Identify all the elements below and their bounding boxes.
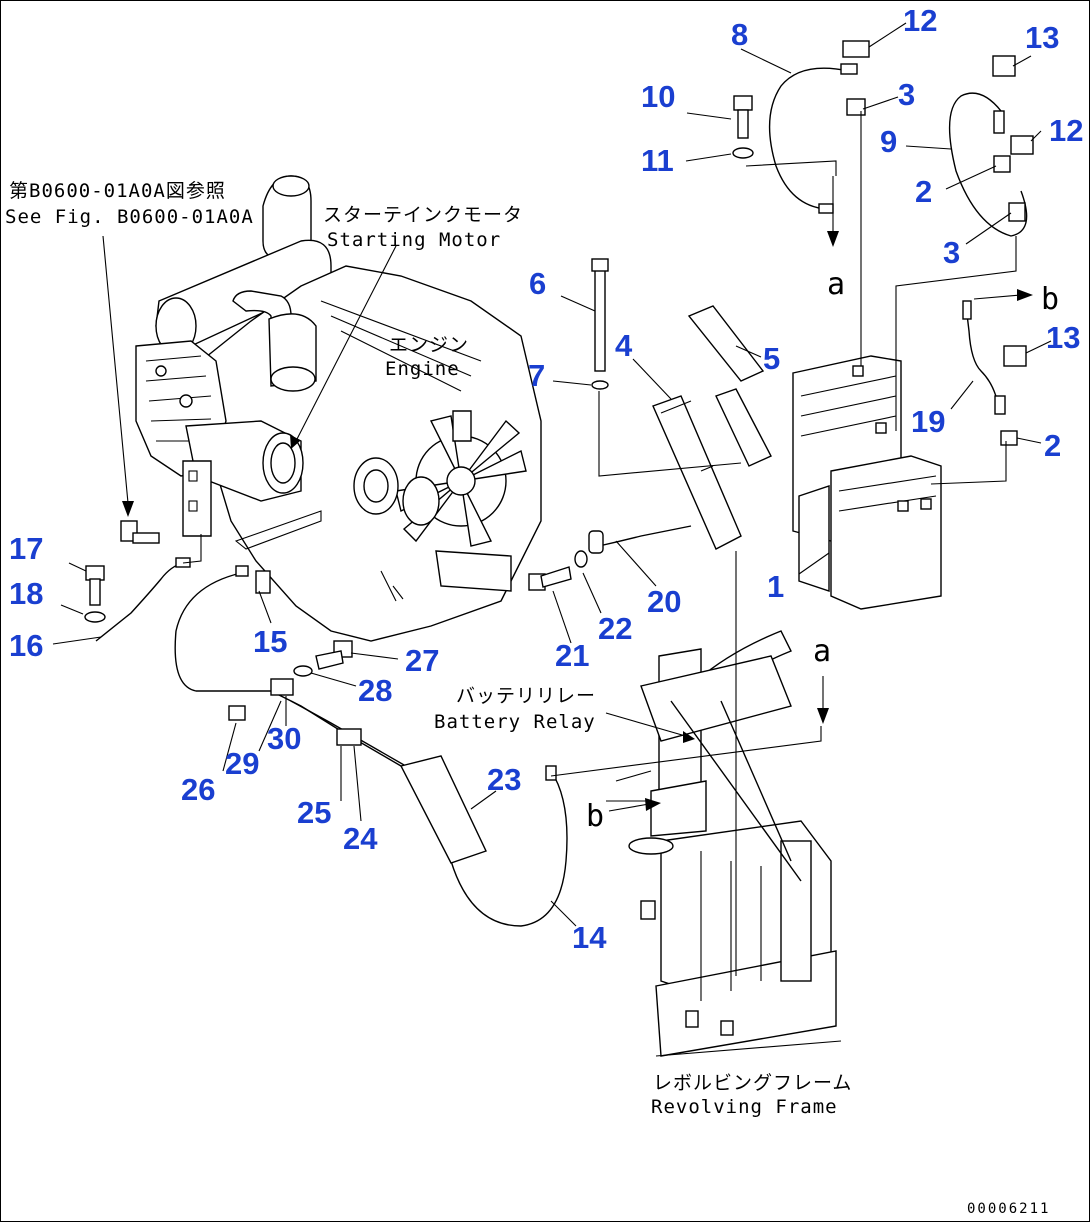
callout-13: 13 xyxy=(1046,320,1080,355)
callout-27: 27 xyxy=(405,643,439,678)
callout-5: 5 xyxy=(763,341,780,376)
callout-24: 24 xyxy=(343,821,378,856)
engine-drawing xyxy=(135,175,542,642)
callout-17: 17 xyxy=(9,531,43,566)
revolving-frame-caption-jp: レボルビングフレーム xyxy=(653,1072,852,1094)
callout-8: 8 xyxy=(731,17,748,52)
callout-12: 12 xyxy=(903,3,937,38)
callout-16: 16 xyxy=(9,628,43,663)
starting-motor-caption-en: Starting Motor xyxy=(327,229,501,251)
view-letter-b-top: b xyxy=(1041,282,1060,317)
revolving-frame-drawing xyxy=(606,630,837,1057)
ref-caption-jp: 第B0600-01A0A図参照 xyxy=(9,180,226,202)
callout-13: 13 xyxy=(1025,20,1059,55)
callout-15: 15 xyxy=(253,624,287,659)
callout-6: 6 xyxy=(529,266,546,301)
callout-2: 2 xyxy=(915,174,932,209)
callout-2: 2 xyxy=(1044,428,1061,463)
cables-drawing xyxy=(84,40,1034,927)
view-letter-a-bottom: a xyxy=(813,634,832,669)
battery-pair-drawing xyxy=(792,355,942,610)
callout-18: 18 xyxy=(9,576,43,611)
ref-caption-en: See Fig. B0600-01A0A xyxy=(5,206,254,228)
callout-26: 26 xyxy=(181,772,215,807)
callout-3: 3 xyxy=(943,235,960,270)
callout-30: 30 xyxy=(267,721,301,756)
callout-12: 12 xyxy=(1049,113,1083,148)
battery-relay-caption-en: Battery Relay xyxy=(434,711,596,733)
callout-3: 3 xyxy=(898,77,915,112)
battery-relay-caption-jp: バッテリリレー xyxy=(456,685,596,707)
callout-4: 4 xyxy=(615,328,633,363)
callout-23: 23 xyxy=(487,762,521,797)
leader-lines xyxy=(52,22,1052,1057)
callout-7: 7 xyxy=(528,358,545,393)
callout-29: 29 xyxy=(225,746,259,781)
callout-20: 20 xyxy=(647,584,681,619)
revolving-frame-caption-en: Revolving Frame xyxy=(651,1096,838,1118)
callout-25: 25 xyxy=(297,795,331,830)
battery-bracket-drawing xyxy=(591,258,772,550)
callout-numbers: 1 2 2 3 3 4 5 6 7 8 9 10 11 12 12 13 13 … xyxy=(9,3,1083,955)
callout-28: 28 xyxy=(358,673,392,708)
callout-1: 1 xyxy=(767,569,784,604)
figure-id: 00006211 xyxy=(967,1201,1050,1217)
callout-10: 10 xyxy=(641,79,675,114)
view-letter-a-top: a xyxy=(827,267,846,302)
callout-21: 21 xyxy=(555,638,589,673)
engine-caption-jp: エンジン xyxy=(389,334,469,356)
engine-caption-en: Engine xyxy=(385,358,460,380)
captions: 第B0600-01A0A図参照 See Fig. B0600-01A0A スター… xyxy=(5,180,1060,1217)
callout-11: 11 xyxy=(641,143,674,178)
callout-9: 9 xyxy=(880,124,897,159)
callout-19: 19 xyxy=(911,404,945,439)
callout-22: 22 xyxy=(598,611,632,646)
starting-motor-caption-jp: スターテインクモータ xyxy=(323,204,523,226)
view-letter-b-bottom: b xyxy=(586,799,605,834)
callout-14: 14 xyxy=(572,920,607,955)
